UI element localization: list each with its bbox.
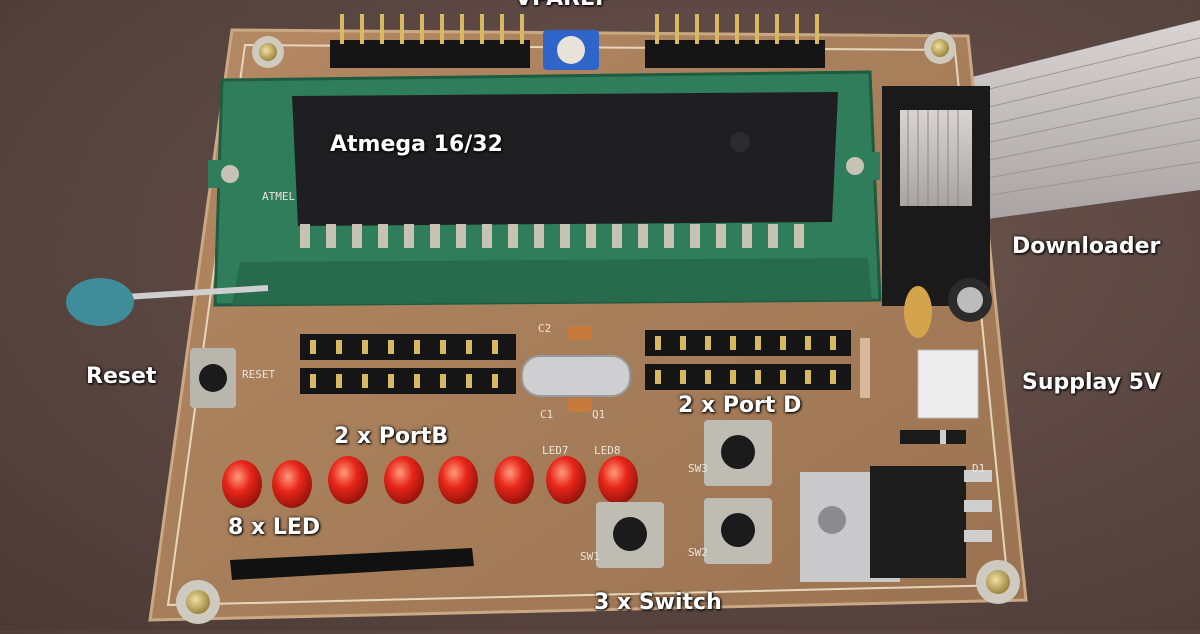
pcb-stand (230, 548, 474, 580)
ribbon-cable (960, 20, 1200, 220)
label-port-d: 2 x Port D (678, 393, 802, 418)
downloader-connector (882, 86, 990, 306)
silk-c1: C1 (540, 408, 553, 421)
label-port-b: 2 x PortB (334, 424, 449, 449)
portd-headers (645, 330, 851, 390)
silk-sw1: SW1 (580, 550, 600, 563)
silk-reset: RESET (242, 368, 275, 381)
silk-sw3: SW3 (688, 462, 708, 475)
label-supply: Supplay 5V (1022, 370, 1162, 395)
silk-led7: LED7 (542, 444, 569, 457)
label-reset: Reset (86, 364, 157, 389)
portb-headers (300, 334, 516, 394)
label-vpareF: VPAREF (515, 0, 610, 11)
silk-atmel: ATMEL (262, 190, 295, 203)
zif-lever (66, 278, 269, 326)
label-leds: 8 x LED (228, 515, 321, 540)
reset-button (190, 348, 236, 408)
silk-q1: Q1 (592, 408, 605, 421)
atmega-chip (292, 92, 838, 248)
silk-sw2: SW2 (688, 546, 708, 559)
tact-switches (596, 420, 772, 568)
silk-led8: LED8 (594, 444, 621, 457)
mounting-screws (176, 32, 1020, 624)
silk-c2: C2 (538, 322, 551, 335)
leds (222, 456, 638, 508)
label-switches: 3 x Switch (594, 590, 722, 615)
silkscreen: LED7 LED8 C2 C1 Q1 SW1 SW2 SW3 D1 RESET … (242, 190, 985, 563)
power-section (860, 278, 992, 444)
label-downloader: Downloader (1012, 234, 1161, 259)
top-headers (330, 14, 825, 70)
silk-d1: D1 (972, 462, 985, 475)
crystal-oscillator (521, 326, 631, 412)
voltage-regulator (800, 466, 992, 582)
label-chip: Atmega 16/32 (330, 132, 503, 157)
